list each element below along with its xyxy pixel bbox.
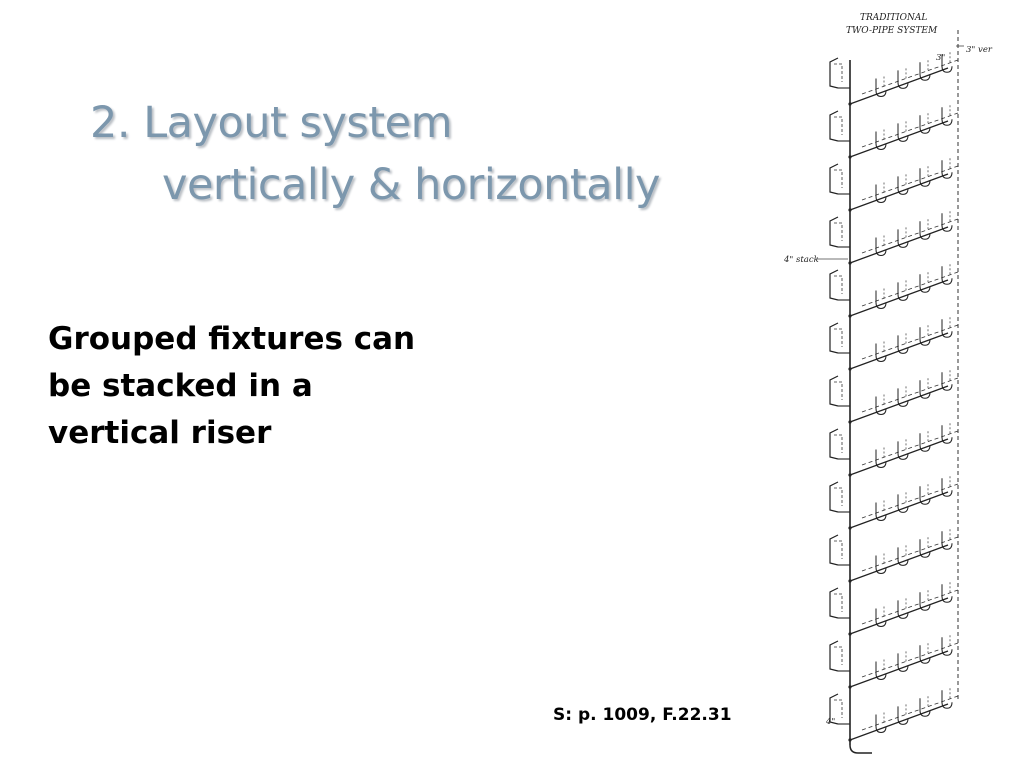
fixture-vent-loop (834, 487, 843, 506)
source-citation: S: p. 1009, F.22.31 (553, 705, 732, 725)
body-text: Grouped fixtures can be stacked in a ver… (48, 316, 488, 457)
body-line-3: vertical riser (48, 415, 272, 451)
fixture-trap (919, 380, 931, 399)
body-line-1: Grouped fixtures can (48, 321, 416, 357)
fixture-trap (875, 184, 887, 203)
fixture-vent-loop (834, 328, 843, 347)
label-vent-right: 3" ver (966, 45, 993, 55)
fixture-trap (897, 176, 909, 195)
fixture-trap (919, 327, 931, 346)
fixture-left (829, 269, 839, 301)
fixture-trap (897, 653, 909, 672)
fixture-trap (875, 608, 887, 627)
fixture-trap (919, 115, 931, 134)
fixture-trap (941, 531, 953, 550)
fixture-left (829, 322, 839, 354)
fixture-trap (941, 107, 953, 126)
fixture-trap (875, 449, 887, 468)
figure-heading-line-1: TRADITIONAL (860, 13, 927, 23)
fixture-vent-loop (834, 381, 843, 400)
fixture-vent-loop (834, 646, 843, 665)
fixture-vent-loop (834, 593, 843, 612)
fixture-left (829, 110, 839, 142)
fixture-trap (919, 221, 931, 240)
two-pipe-system-diagram: TRADITIONAL TWO-PIPE SYSTEM 3" 3" ver 4"… (776, 0, 996, 768)
fixture-trap (941, 372, 953, 391)
fixture-trap (941, 54, 953, 73)
fixture-trap (919, 433, 931, 452)
fixture-vent-loop (834, 63, 843, 82)
fixture-vent-loop (834, 169, 843, 188)
fixture-trap (875, 661, 887, 680)
fixture-trap (897, 282, 909, 301)
fixture-trap (875, 237, 887, 256)
fixture-vent-loop (834, 434, 843, 453)
fixture-trap (919, 698, 931, 717)
fixture-trap (941, 637, 953, 656)
label-vent-top: 3" (936, 53, 945, 63)
fixture-trap (941, 160, 953, 179)
fixture-left (829, 57, 839, 89)
fixture-trap (919, 62, 931, 81)
fixture-trap (875, 343, 887, 362)
riser-diagram-svg: TRADITIONAL TWO-PIPE SYSTEM 3" 3" ver 4"… (783, 13, 993, 754)
fixture-trap (897, 600, 909, 619)
fixture-trap (897, 547, 909, 566)
fixture-trap (897, 335, 909, 354)
fixture-vent-loop (834, 116, 843, 135)
title-line-1: 2. Layout system (90, 98, 452, 148)
title-line-2: vertically & horizontally (162, 160, 660, 210)
fixture-left (829, 640, 839, 672)
fixture-trap (941, 266, 953, 285)
fixture-trap (897, 441, 909, 460)
fixture-trap (875, 555, 887, 574)
fixture-vent-loop (834, 540, 843, 559)
figure-heading-line-2: TWO-PIPE SYSTEM (846, 26, 938, 36)
fixture-trap (875, 290, 887, 309)
slide-title: 2. Layout system vertically & horizontal… (90, 92, 660, 216)
fixture-trap (897, 229, 909, 248)
fixture-trap (941, 690, 953, 709)
fixture-left (829, 534, 839, 566)
fixture-trap (919, 486, 931, 505)
fixture-trap (875, 502, 887, 521)
fixture-vent-loop (834, 699, 843, 718)
fixture-trap (875, 714, 887, 733)
fixture-trap (897, 70, 909, 89)
fixture-left (829, 216, 839, 248)
fixture-trap (941, 425, 953, 444)
fixture-trap (897, 494, 909, 513)
fixture-vent-loop (834, 222, 843, 241)
fixture-left (829, 693, 839, 725)
fixture-trap (919, 168, 931, 187)
label-stack: 4" stack (783, 255, 819, 265)
fixture-left (829, 375, 839, 407)
fixture-left (829, 481, 839, 513)
stack-base-sweep (849, 744, 872, 754)
fixture-trap (897, 123, 909, 142)
fixture-trap (919, 645, 931, 664)
fixture-left (829, 428, 839, 460)
fixture-trap (941, 584, 953, 603)
body-line-2: be stacked in a (48, 368, 313, 404)
fixture-trap (897, 388, 909, 407)
fixture-trap (875, 396, 887, 415)
fixture-trap (919, 274, 931, 293)
fixture-trap (919, 592, 931, 611)
fixture-left (829, 163, 839, 195)
fixture-left (829, 587, 839, 619)
fixture-vent-loop (834, 275, 843, 294)
fixture-trap (941, 319, 953, 338)
fixture-trap (875, 131, 887, 150)
fixture-trap (941, 213, 953, 232)
fixture-trap (919, 539, 931, 558)
fixture-trap (875, 78, 887, 97)
fixture-trap (941, 478, 953, 497)
fixture-trap (897, 706, 909, 725)
